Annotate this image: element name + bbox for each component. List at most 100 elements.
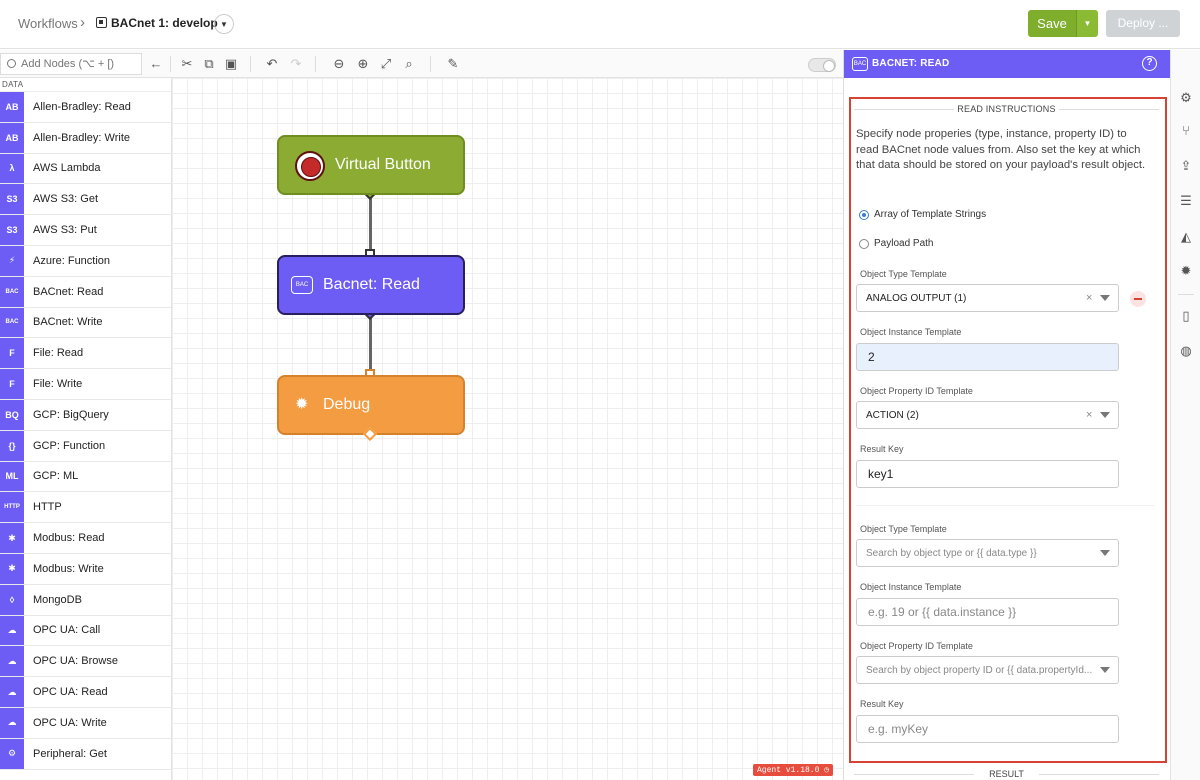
rail-divider (1178, 294, 1194, 295)
debug-settings-icon[interactable]: ✹ (1180, 263, 1192, 278)
radio-payload-path[interactable] (859, 239, 869, 249)
comment-icon[interactable]: ✎ (447, 56, 459, 71)
redo-icon[interactable]: ↷ (290, 56, 302, 71)
field-label: Result Key (860, 444, 904, 454)
deploy-button[interactable]: Deploy ... (1106, 10, 1180, 37)
field-label: Result Key (860, 699, 904, 709)
clear-icon[interactable]: × (1086, 292, 1093, 304)
palette-item[interactable]: ⚡Azure: Function (0, 245, 171, 277)
zoom-out-icon[interactable]: ⊖ (333, 56, 345, 71)
node-type-icon: ML (0, 461, 24, 492)
chart-icon[interactable]: ◭ (1181, 229, 1191, 244)
object-instance-input[interactable] (856, 343, 1119, 371)
palette-item-label: AWS S3: Get (33, 193, 99, 206)
object-type-select[interactable]: ANALOG OUTPUT (1) × (856, 284, 1119, 312)
cut-icon[interactable]: ✂ (181, 56, 193, 71)
result-key-input[interactable] (856, 715, 1119, 743)
node-type-icon: ⚙ (0, 738, 24, 769)
node-type-icon: ✱ (0, 523, 24, 553)
palette-item-label: File: Read (33, 347, 84, 360)
chevron-down-icon[interactable] (1100, 550, 1110, 556)
globe-icon[interactable]: ◍ (1180, 343, 1192, 358)
object-type-select[interactable]: Search by object type or {{ data.type }} (856, 539, 1119, 567)
node-type-icon: ✱ (0, 553, 24, 584)
save-options-button[interactable]: ▼ (1076, 10, 1098, 37)
collapse-left-icon[interactable]: ← (149, 56, 163, 71)
property-id-select[interactable]: Search by object property ID or {{ data.… (856, 656, 1119, 684)
palette-item[interactable]: ✱Modbus: Read (0, 523, 171, 554)
breadcrumb-separator: › (80, 14, 85, 31)
remove-entry-button[interactable] (1130, 291, 1146, 307)
device-icon[interactable]: ▯ (1182, 308, 1190, 323)
branch-icon[interactable]: ⑂ (1182, 123, 1190, 138)
node-type-icon: ☁ (0, 646, 24, 677)
chevron-down-icon[interactable] (1100, 412, 1110, 418)
palette-item[interactable]: ⚙ Peripheral: Get (0, 738, 171, 770)
undo-icon[interactable]: ↶ (266, 56, 278, 71)
help-icon[interactable]: ? (1142, 56, 1157, 71)
palette-item[interactable]: ☁OPC UA: Browse (0, 646, 171, 678)
select-placeholder: Search by object property ID or {{ data.… (866, 665, 1093, 676)
paste-icon[interactable]: ▣ (224, 56, 238, 71)
canvas-toggle[interactable] (808, 58, 836, 72)
settings-icon[interactable]: ⚙ (1180, 90, 1192, 105)
clear-icon[interactable]: × (1086, 409, 1093, 421)
palette-item[interactable]: ◊MongoDB (0, 584, 171, 616)
chevron-down-icon[interactable] (1100, 667, 1110, 673)
chevron-down-icon[interactable] (1100, 295, 1110, 301)
save-button[interactable]: Save (1028, 10, 1076, 37)
upload-icon[interactable]: ⇪ (1180, 158, 1192, 173)
fit-screen-icon[interactable]: ⤢ (380, 56, 392, 71)
object-instance-input[interactable] (856, 598, 1119, 626)
palette-item[interactable]: ✱Modbus: Write (0, 553, 171, 585)
node-debug[interactable]: ✹ Debug (277, 375, 465, 435)
node-label: Virtual Button (335, 156, 431, 173)
palette-item[interactable]: {} GCP: Function (0, 430, 171, 462)
palette-item[interactable]: ☁ OPC UA: Write (0, 707, 171, 739)
palette-item[interactable]: ☁OPC UA: Call (0, 615, 171, 647)
select-value: ACTION (2) (866, 410, 919, 421)
palette-item-label: GCP: Function (33, 439, 106, 452)
toolbar-divider (170, 56, 171, 72)
search-canvas-icon[interactable]: ⌕ (405, 56, 413, 71)
node-type-icon: ⚡ (0, 245, 24, 276)
palette-item[interactable]: ☁OPC UA: Read (0, 677, 171, 708)
node-type-icon: {} (0, 430, 24, 461)
radio-array-of-template-strings[interactable] (859, 210, 869, 220)
database-icon[interactable]: ☰ (1180, 193, 1192, 208)
panel-title: BACNET: READ (872, 58, 950, 69)
palette-item-label: Peripheral: Get (33, 747, 107, 760)
palette-item-label: OPC UA: Write (33, 716, 107, 729)
palette-item-label: Allen-Bradley: Write (33, 131, 130, 144)
node-bacnet-read[interactable]: BAC Bacnet: Read (277, 255, 465, 315)
property-id-select[interactable]: ACTION (2) × (856, 401, 1119, 429)
palette-item-label: AWS S3: Put (33, 224, 97, 237)
bug-icon: ✹ (295, 396, 309, 413)
add-nodes-input[interactable] (21, 56, 139, 72)
workflow-dropdown-button[interactable]: ▼ (214, 14, 234, 34)
palette-item-label: OPC UA: Read (33, 686, 108, 699)
field-label: Object Type Template (860, 269, 947, 279)
node-virtual-button[interactable]: Virtual Button (277, 135, 465, 195)
select-placeholder: Search by object type or {{ data.type }} (866, 548, 1037, 559)
copy-icon[interactable]: ⧉ (204, 56, 214, 71)
zoom-in-icon[interactable]: ⊕ (357, 56, 369, 71)
workflow-canvas[interactable]: Virtual Button BAC Bacnet: Read ✹ Debug … (172, 78, 843, 780)
result-key-input[interactable] (856, 460, 1119, 488)
add-nodes-search[interactable] (0, 53, 142, 75)
node-type-icon: ☁ (0, 707, 24, 738)
breadcrumb-workflows[interactable]: Workflows (18, 16, 78, 31)
